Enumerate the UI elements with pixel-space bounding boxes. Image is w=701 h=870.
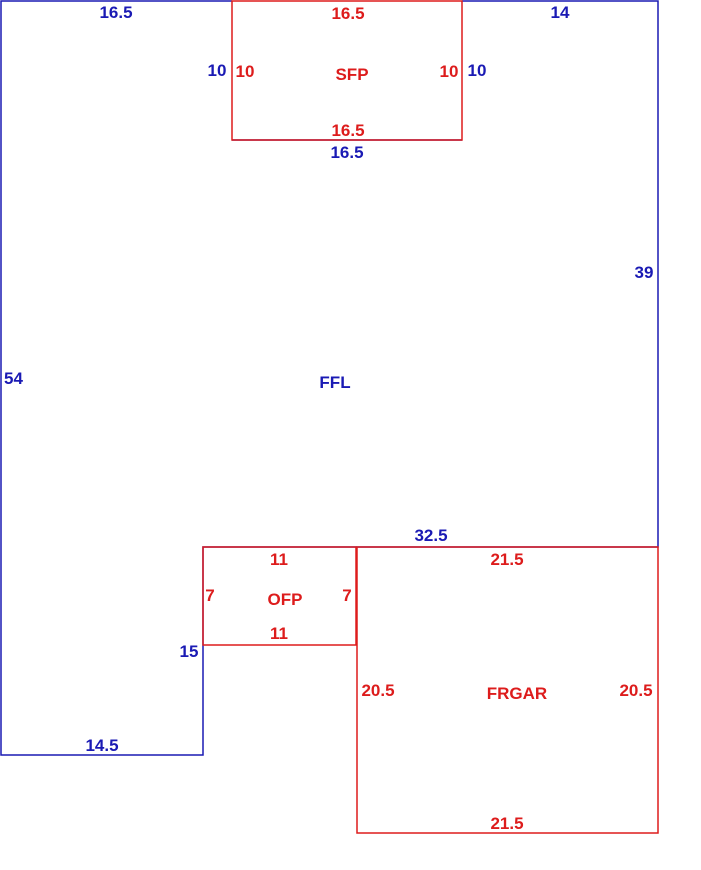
frgar-left-dimension: 20.5 (361, 681, 394, 700)
ffl-step-dimension: 15 (180, 642, 199, 661)
ffl-bottom-dimension: 14.5 (85, 736, 118, 755)
ffl-sfp-left-dimension: 10 (208, 61, 227, 80)
ffl-top-left-dimension: 16.5 (99, 3, 132, 22)
ffl-left-dimension: 54 (4, 369, 23, 388)
sfp-left-dimension: 10 (236, 62, 255, 81)
sfp-top-dimension: 16.5 (331, 4, 364, 23)
frgar-bottom-dimension: 21.5 (490, 814, 523, 833)
frgar-area-label: FRGAR (487, 684, 547, 703)
frgar-top-dimension: 21.5 (490, 550, 523, 569)
ofp-area-label: OFP (268, 590, 303, 609)
ffl-area-label: FFL (319, 373, 350, 392)
ofp-outline (202, 546, 357, 646)
ffl-top-right-dimension: 14 (551, 3, 570, 22)
ffl-outline (0, 0, 659, 756)
sfp-area-label: SFP (335, 65, 368, 84)
ffl-sfp-bottom-dimension: 16.5 (330, 143, 363, 162)
ffl-sfp-right-dimension: 10 (468, 61, 487, 80)
ofp-bottom-dimension: 11 (270, 624, 288, 643)
sfp-right-dimension: 10 (440, 62, 459, 81)
frgar-outline (356, 546, 659, 834)
sfp-outline (231, 0, 463, 141)
ofp-left-dimension: 7 (205, 586, 214, 605)
ffl-right-dimension: 39 (635, 263, 654, 282)
frgar-right-dimension: 20.5 (619, 681, 652, 700)
sfp-bottom-dimension: 16.5 (331, 121, 364, 140)
ffl-mid-dimension: 32.5 (414, 526, 447, 545)
ofp-top-dimension: 11 (270, 550, 288, 569)
ofp-right-dimension: 7 (342, 586, 351, 605)
